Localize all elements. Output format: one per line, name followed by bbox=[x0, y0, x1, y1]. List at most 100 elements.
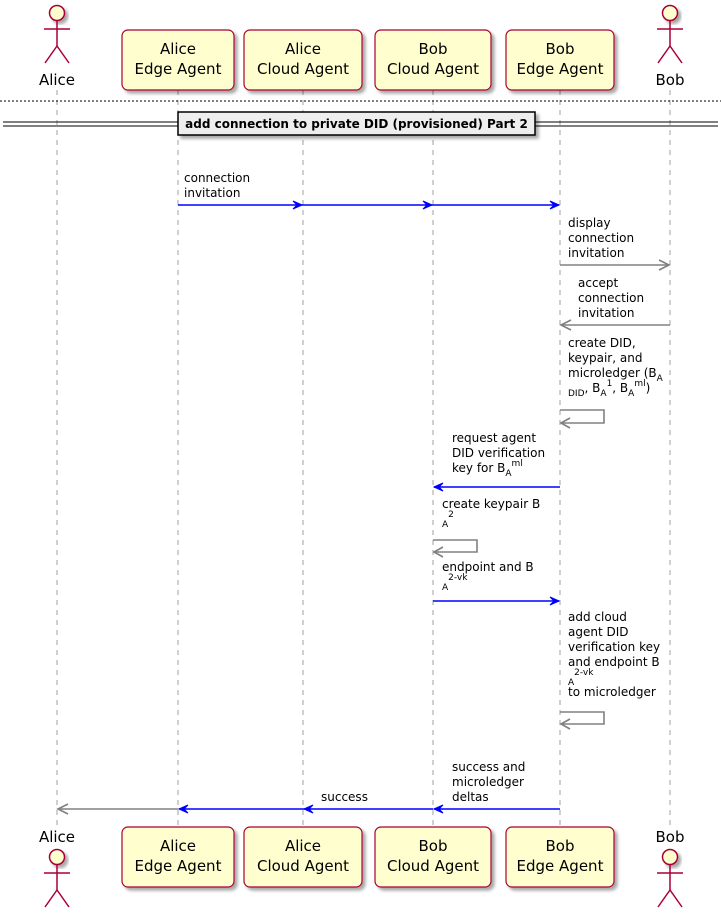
message-label-line: keypair, and bbox=[568, 351, 642, 365]
arrowhead-open bbox=[432, 546, 444, 558]
participant-label-line: Bob bbox=[419, 40, 448, 58]
message-label-line: display bbox=[568, 216, 611, 230]
participant-box bbox=[243, 29, 363, 91]
actor-alice-top: Alice bbox=[39, 4, 75, 89]
message-label-line: connection bbox=[184, 171, 250, 185]
message-label-line: request agent bbox=[452, 431, 536, 445]
participant-label-line: Alice bbox=[160, 837, 196, 855]
message-label-line: and endpoint B bbox=[568, 655, 660, 669]
section-divider: add connection to private DID (provision… bbox=[0, 100, 721, 136]
message-label-line: to microledger bbox=[568, 685, 656, 699]
arrowhead bbox=[432, 804, 444, 814]
participant-label-line: Bob bbox=[419, 837, 448, 855]
arrowhead bbox=[422, 200, 434, 210]
actor-head-icon bbox=[48, 848, 66, 866]
message-label-line: microledger (BA bbox=[568, 366, 664, 384]
participant-box bbox=[243, 826, 363, 888]
actor-bob-top: Bob bbox=[656, 4, 685, 89]
participant-box bbox=[121, 826, 235, 888]
message-label-line: connection bbox=[578, 291, 644, 305]
self-message-arrow bbox=[433, 539, 478, 553]
message-label-line: invitation bbox=[578, 306, 634, 320]
message-create-keypair: create keypair BA2 bbox=[432, 497, 540, 558]
participant-label-line: Edge Agent bbox=[517, 60, 604, 78]
message-label-line: success and bbox=[452, 760, 525, 774]
arrowhead-open bbox=[559, 718, 571, 730]
participant-label-line: Alice bbox=[285, 837, 321, 855]
actor-leg-left bbox=[657, 889, 671, 908]
participant-box bbox=[121, 29, 235, 91]
actor-label-alice: Alice bbox=[39, 71, 75, 89]
participant-label-line: Bob bbox=[546, 837, 575, 855]
participant-label-line: Cloud Agent bbox=[387, 60, 479, 78]
actor-leg-left bbox=[44, 889, 58, 908]
actor-leg-left bbox=[44, 45, 58, 64]
actor-leg-left bbox=[657, 45, 671, 64]
arrowhead-open bbox=[559, 417, 571, 429]
message-label-line: deltas bbox=[452, 790, 489, 804]
message-label-line: success bbox=[321, 790, 368, 804]
arrowhead bbox=[177, 804, 189, 814]
message-label-line: connection bbox=[568, 231, 634, 245]
participant-box bbox=[505, 29, 615, 91]
participant-label-line: Alice bbox=[160, 40, 196, 58]
participant-label-line: Cloud Agent bbox=[257, 857, 349, 875]
actor-leg-right bbox=[669, 45, 683, 64]
actor-leg-right bbox=[56, 45, 70, 64]
message-label-line: A2 bbox=[442, 510, 454, 530]
message-label-line: DID verification bbox=[452, 446, 545, 460]
actor-bob-bottom: Bob bbox=[656, 828, 685, 908]
arrowhead bbox=[549, 596, 561, 606]
arrowhead-open bbox=[559, 319, 572, 331]
divider-title-box bbox=[177, 111, 536, 136]
arrowhead-open bbox=[658, 259, 671, 271]
message-label-line: invitation bbox=[184, 186, 240, 200]
actor-leg-right bbox=[669, 889, 683, 908]
arrowhead bbox=[302, 804, 314, 814]
divider-title: add connection to private DID (provision… bbox=[185, 117, 528, 131]
actor-alice-bottom: Alice bbox=[39, 828, 75, 908]
message-label-line: verification key bbox=[568, 640, 660, 654]
participant-box bbox=[505, 826, 615, 888]
actor-head-icon bbox=[661, 4, 679, 22]
actor-head-icon bbox=[48, 4, 66, 22]
actor-leg-right bbox=[56, 889, 70, 908]
participant-label-line: Alice bbox=[285, 40, 321, 58]
arrowhead bbox=[549, 200, 561, 210]
arrowhead bbox=[432, 482, 444, 492]
message-label-line: microledger bbox=[452, 775, 524, 789]
message-endpoint-and-key: endpoint and BA2-vk bbox=[433, 560, 561, 606]
participant-label-line: Cloud Agent bbox=[387, 857, 479, 875]
arrowhead bbox=[292, 200, 304, 210]
message-label-line: key for BAml bbox=[452, 459, 523, 479]
message-label-line: DID, BA1, BAml) bbox=[568, 379, 650, 399]
message-label-line: create keypair B bbox=[442, 497, 540, 511]
participant-box bbox=[374, 826, 492, 888]
message-label-line: add cloud bbox=[568, 610, 627, 624]
message-label-line: endpoint and B bbox=[442, 560, 534, 574]
message-label-line: A2-vk bbox=[442, 573, 468, 593]
messages: connectioninvitationdisplayconnectioninv… bbox=[56, 171, 671, 815]
lifelines bbox=[56, 90, 671, 827]
self-message-arrow bbox=[560, 711, 605, 725]
participant-label-line: Bob bbox=[546, 40, 575, 58]
message-label-line: agent DID bbox=[568, 625, 629, 639]
message-label-line: create DID, bbox=[568, 336, 636, 350]
message-final-notify-alice bbox=[56, 803, 178, 815]
